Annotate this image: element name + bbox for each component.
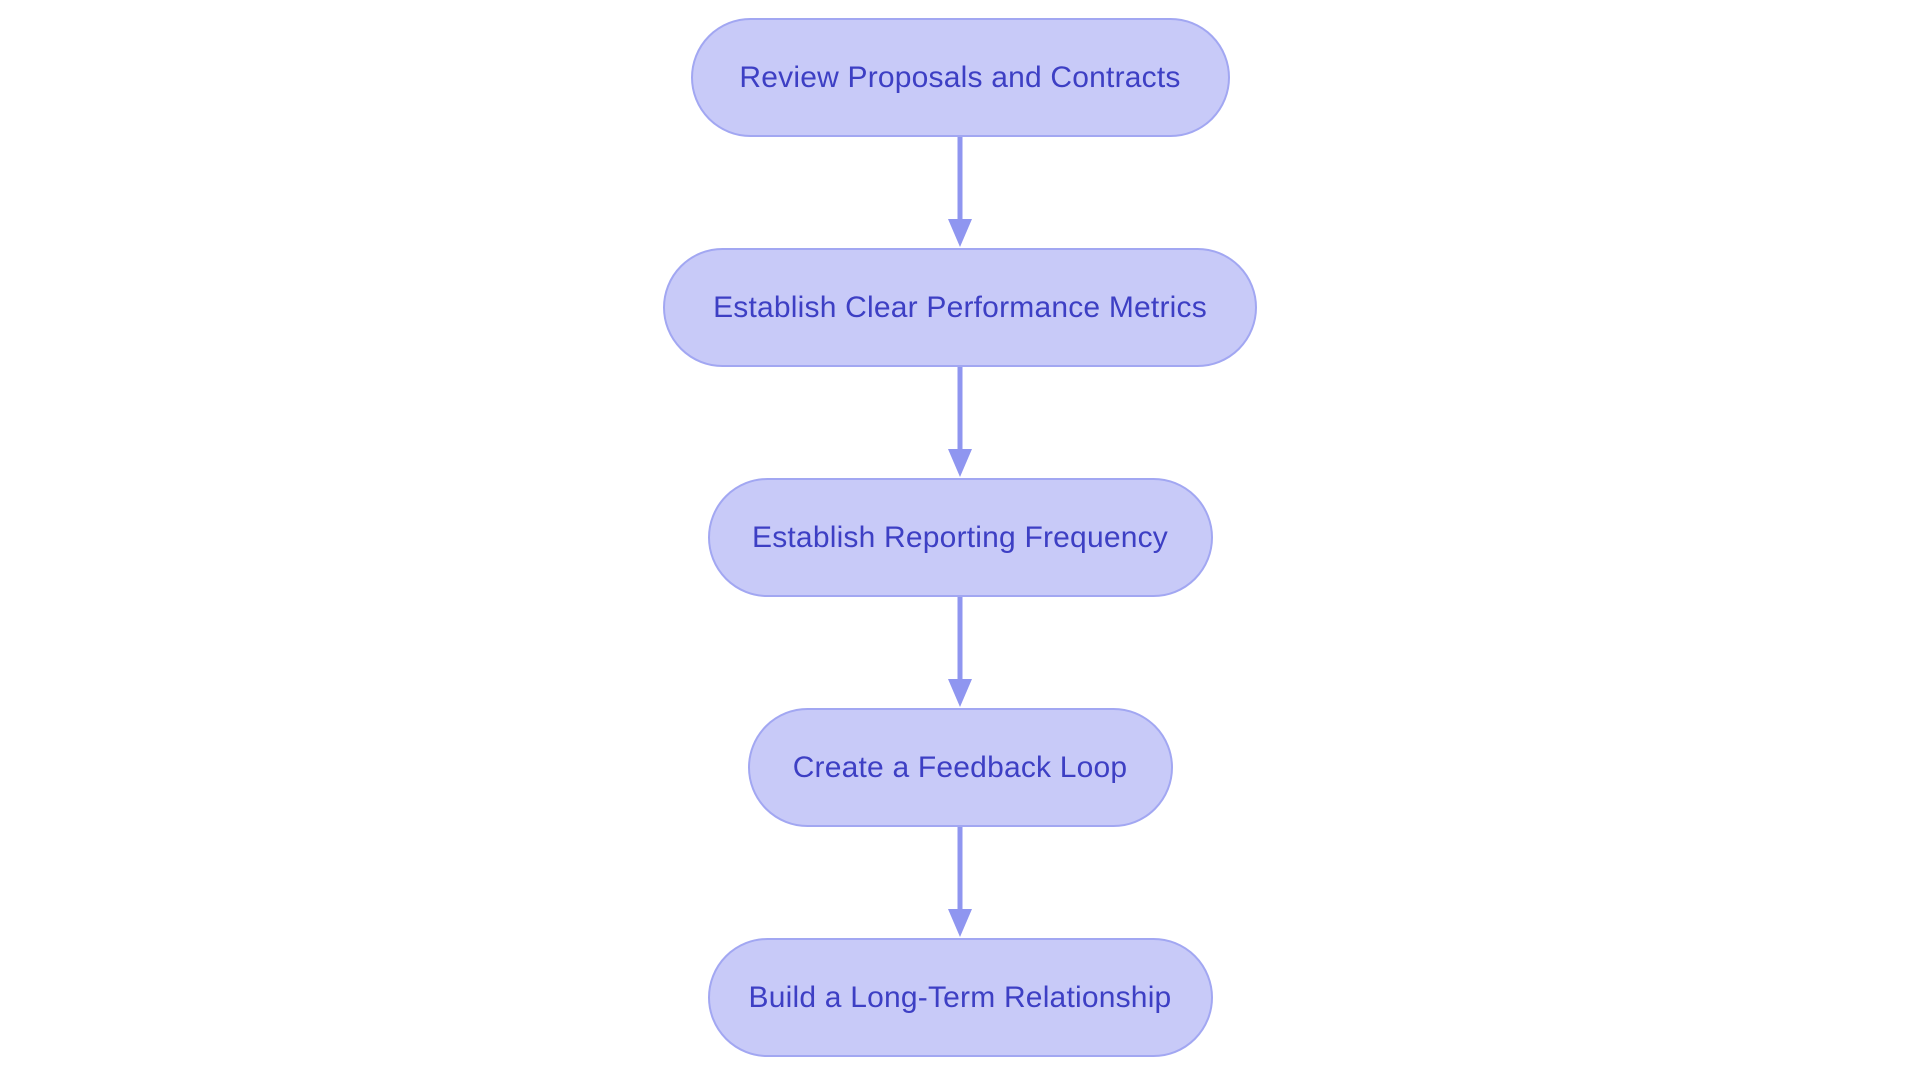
flow-node-label: Review Proposals and Contracts (739, 60, 1181, 94)
flow-node-reporting-frequency: Establish Reporting Frequency (707, 478, 1213, 597)
flow-node-feedback-loop: Create a Feedback Loop (747, 708, 1173, 827)
arrow-down-icon (946, 827, 974, 938)
flow-node-label: Build a Long-Term Relationship (748, 980, 1172, 1014)
flow-node-performance-metrics: Establish Clear Performance Metrics (663, 248, 1257, 367)
flow-node-label: Create a Feedback Loop (792, 750, 1128, 784)
flow-node-review-proposals: Review Proposals and Contracts (690, 18, 1230, 137)
flow-node-label: Establish Clear Performance Metrics (713, 290, 1207, 324)
flow-node-long-term-relationship: Build a Long-Term Relationship (707, 938, 1213, 1057)
flow-node-label: Establish Reporting Frequency (751, 520, 1168, 554)
arrow-down-icon (946, 597, 974, 708)
arrow-down-icon (946, 137, 974, 248)
arrow-down-icon (946, 367, 974, 478)
